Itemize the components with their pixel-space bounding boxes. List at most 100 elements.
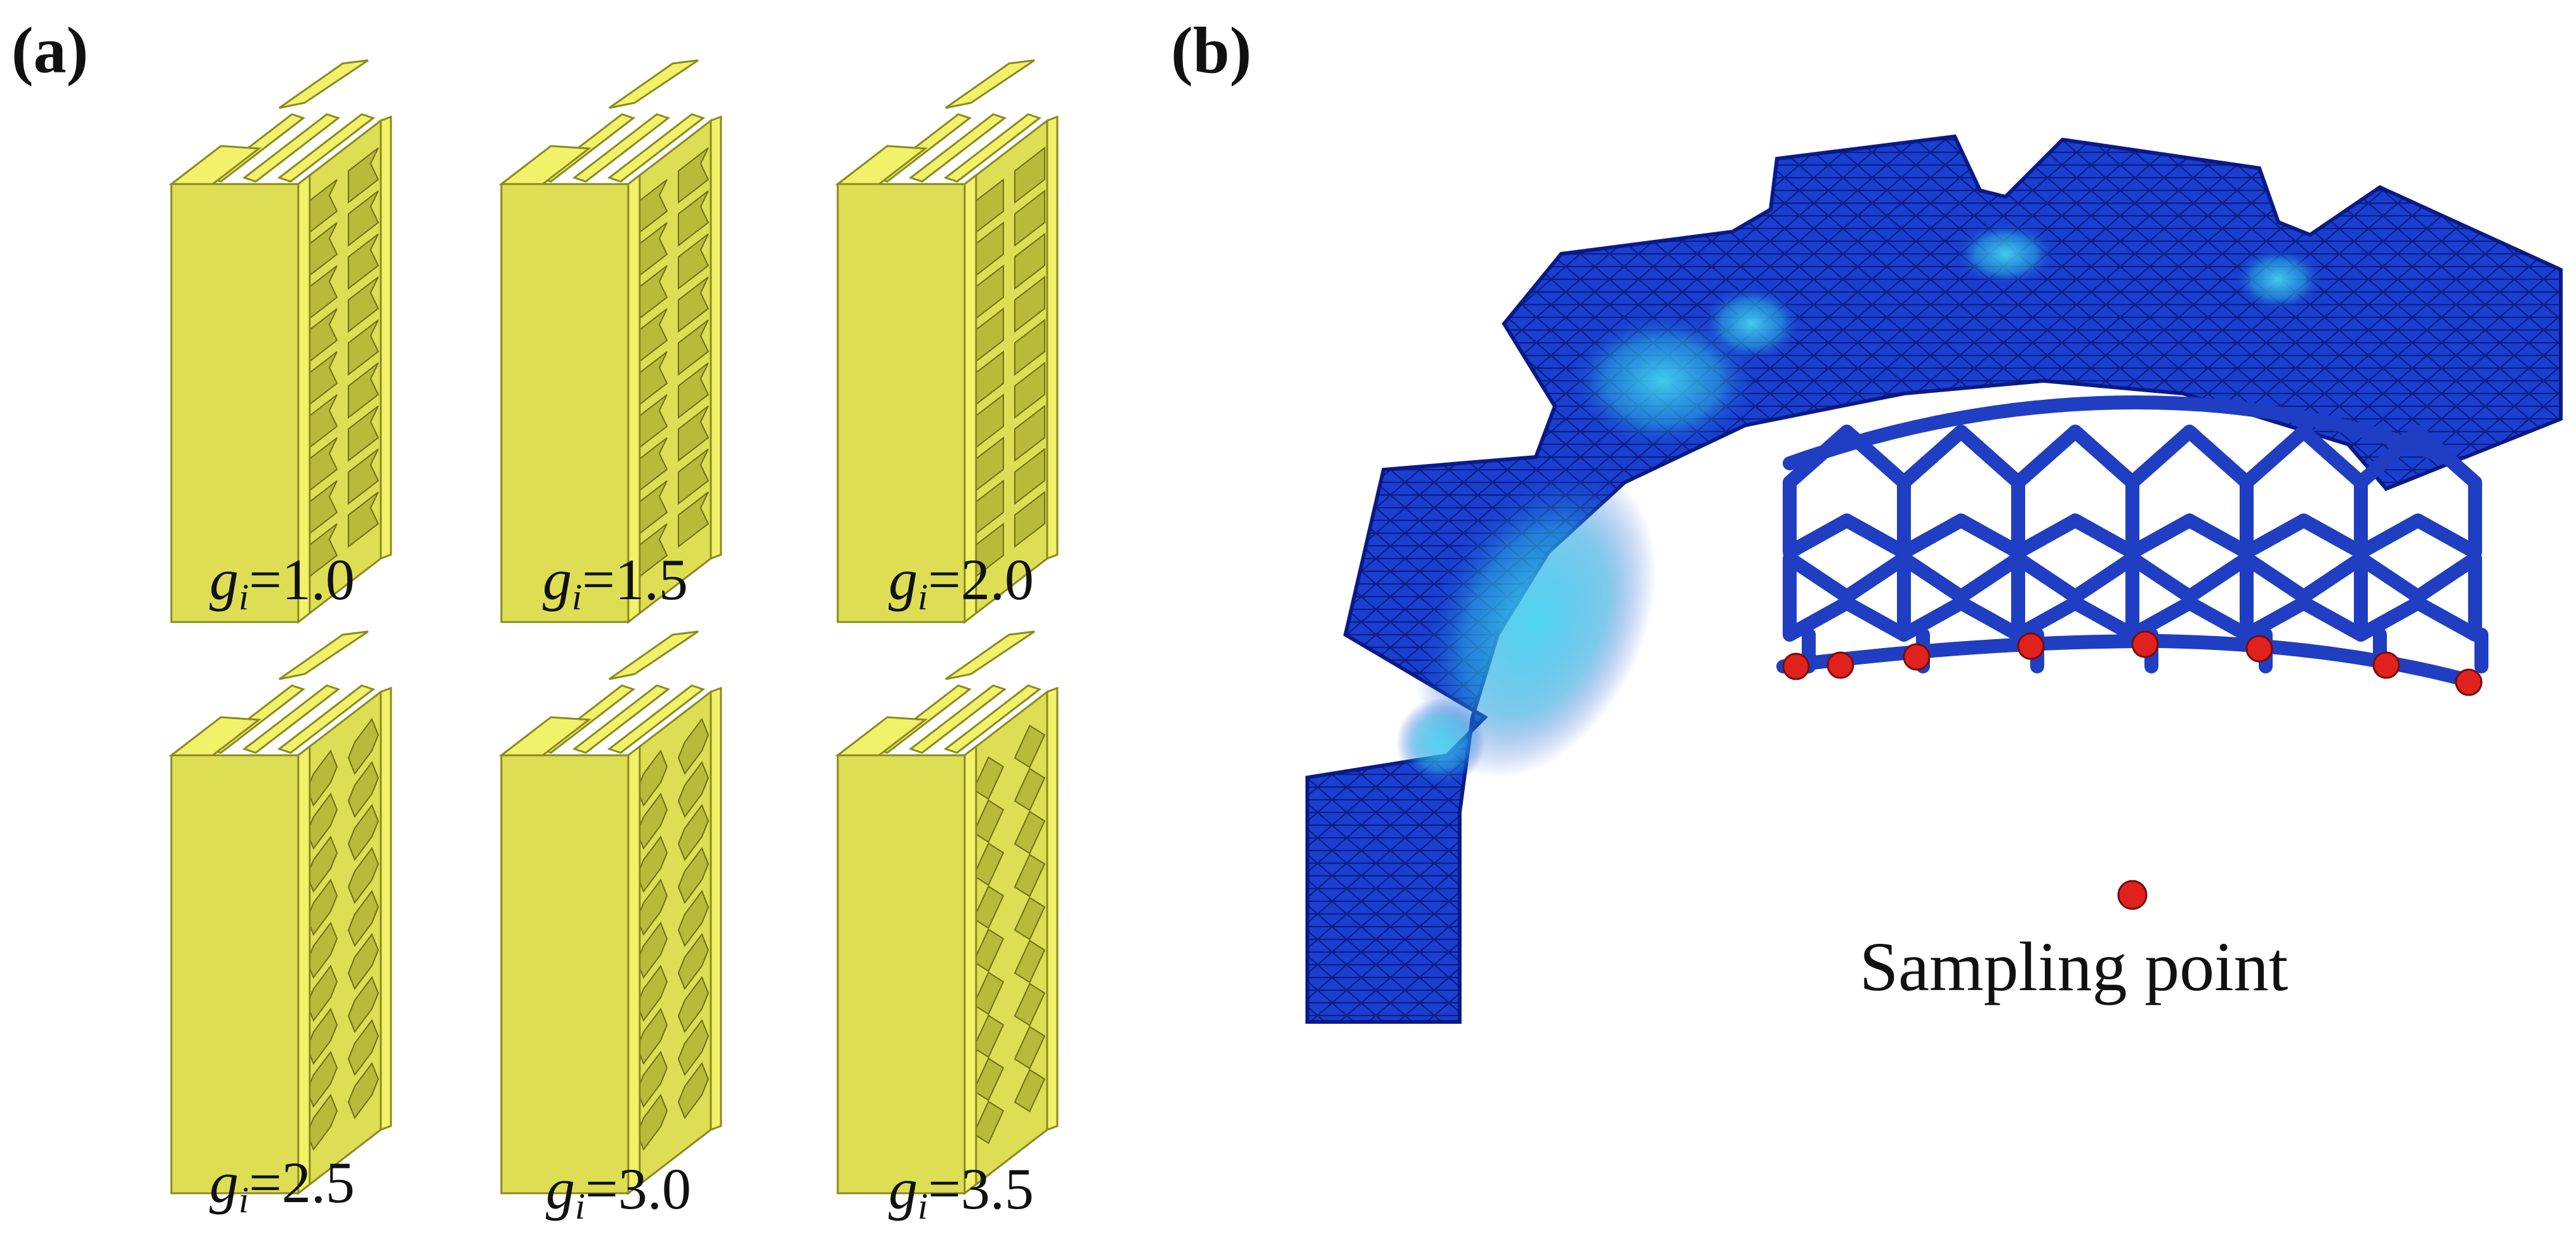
stress-zone — [1701, 286, 1802, 362]
core-cell — [347, 718, 380, 776]
caption-value: =1.5 — [582, 547, 689, 612]
core-cell — [678, 362, 710, 419]
caption-g-1.5: gi=1.5 — [543, 546, 688, 618]
front-face-sheet — [836, 754, 966, 1195]
core-cell — [1014, 854, 1046, 897]
sampling-points — [1782, 630, 2483, 696]
panel-b-fem-model — [1305, 134, 2563, 1024]
core-cell — [348, 405, 380, 462]
core-cell — [1014, 275, 1045, 333]
face-sheet-top-back — [609, 59, 699, 109]
sampling-point — [2245, 635, 2273, 663]
caption-g-3.5: gi=3.5 — [888, 1155, 1034, 1228]
core-cell — [677, 1062, 710, 1120]
caption-var: g — [888, 1156, 918, 1221]
lattice-reentrant-cell — [2240, 552, 2368, 642]
face-sheet-edge — [627, 744, 641, 1196]
core-cell — [347, 760, 380, 818]
front-face-sheet — [500, 754, 630, 1195]
core-cell — [677, 760, 710, 818]
caption-g-2.0: gi=2.0 — [888, 546, 1034, 618]
rib-top-edge — [908, 113, 1007, 183]
front-face-sheet — [170, 754, 300, 1195]
core-cell — [347, 976, 380, 1033]
rib-top-edge — [572, 113, 671, 183]
face-sheet-top — [498, 716, 592, 759]
face-sheet-top-back — [279, 630, 369, 680]
face-sheet-edge — [297, 744, 311, 1196]
core-cell — [677, 847, 710, 904]
face-sheet-edge — [297, 173, 311, 625]
sampling-point — [2372, 651, 2400, 679]
core-cell — [678, 233, 710, 290]
core-cell — [348, 319, 380, 376]
panel-a-models — [168, 59, 1059, 1196]
face-sheet-top-back — [609, 630, 699, 680]
core-cell-pattern — [637, 147, 710, 580]
face-sheet-top — [835, 716, 928, 759]
lattice-hex-cell — [1897, 425, 2025, 559]
core-cell — [347, 1062, 380, 1120]
core-cell — [972, 799, 1005, 844]
back-face-sheet-edge — [1046, 686, 1059, 1132]
caption-var: g — [543, 547, 572, 612]
core-cell — [678, 448, 710, 505]
core-cell — [1014, 939, 1046, 984]
stress-zone — [1568, 311, 1758, 451]
legend-marker — [2117, 880, 2148, 910]
lattice-hex-cell — [2240, 425, 2368, 559]
rib-top-edge — [943, 684, 1042, 754]
core-cell — [972, 1100, 1005, 1144]
rib-top-edge — [572, 684, 671, 754]
core-cell — [677, 890, 710, 948]
core-cell — [348, 147, 380, 204]
rib-top-edge — [908, 684, 1007, 754]
lattice-hex-cell — [2011, 425, 2139, 559]
caption-sub: i — [918, 1186, 928, 1227]
core-cell — [972, 756, 1005, 800]
core-cell — [347, 804, 380, 861]
face-sheet-edge — [627, 173, 641, 625]
core-cell — [1014, 404, 1045, 462]
core-cell-pattern — [306, 718, 380, 1151]
core-cell — [677, 976, 710, 1033]
caption-sub: i — [918, 576, 928, 618]
core-cell-pattern — [636, 718, 710, 1151]
face-sheet-top — [168, 145, 262, 188]
core-cell — [347, 1019, 380, 1076]
sampling-point — [2455, 668, 2483, 696]
core-cell — [348, 276, 380, 333]
core-cell — [1014, 447, 1045, 505]
core-cell — [1014, 724, 1046, 769]
face-sheet-top-back — [279, 59, 369, 109]
stress-zone — [2234, 248, 2323, 311]
core-cell — [972, 842, 1005, 886]
face-sheet-top-back — [945, 630, 1035, 680]
face-sheet-edge — [963, 173, 977, 625]
core-cell — [1014, 189, 1045, 247]
stress-zone — [1396, 698, 1485, 787]
caption-var: g — [888, 547, 918, 612]
caption-g-1.0: gi=1.0 — [209, 546, 355, 618]
face-sheet-top — [168, 716, 262, 759]
sampling-point — [1782, 652, 1810, 680]
caption-var: g — [546, 1156, 575, 1221]
core-cell — [678, 405, 710, 462]
core-cell — [677, 932, 710, 990]
caption-sub: i — [572, 576, 583, 618]
back-face-sheet-edge — [710, 115, 722, 560]
core-cell — [348, 190, 380, 247]
core-cell — [1014, 983, 1046, 1027]
core-cell — [678, 147, 710, 204]
core-cell — [347, 847, 380, 904]
core-cell — [348, 448, 380, 505]
face-sheet-edge — [963, 744, 977, 1196]
back-face-sheet-edge — [1046, 115, 1059, 560]
sampling-point — [1826, 651, 1854, 679]
caption-value: =3.5 — [928, 1156, 1034, 1221]
lattice-reentrant-cell — [2354, 552, 2482, 642]
sampling-point — [2131, 630, 2159, 658]
core-cell — [1014, 232, 1045, 290]
rib-top-edge — [607, 684, 706, 754]
core-cell — [1014, 1068, 1046, 1113]
